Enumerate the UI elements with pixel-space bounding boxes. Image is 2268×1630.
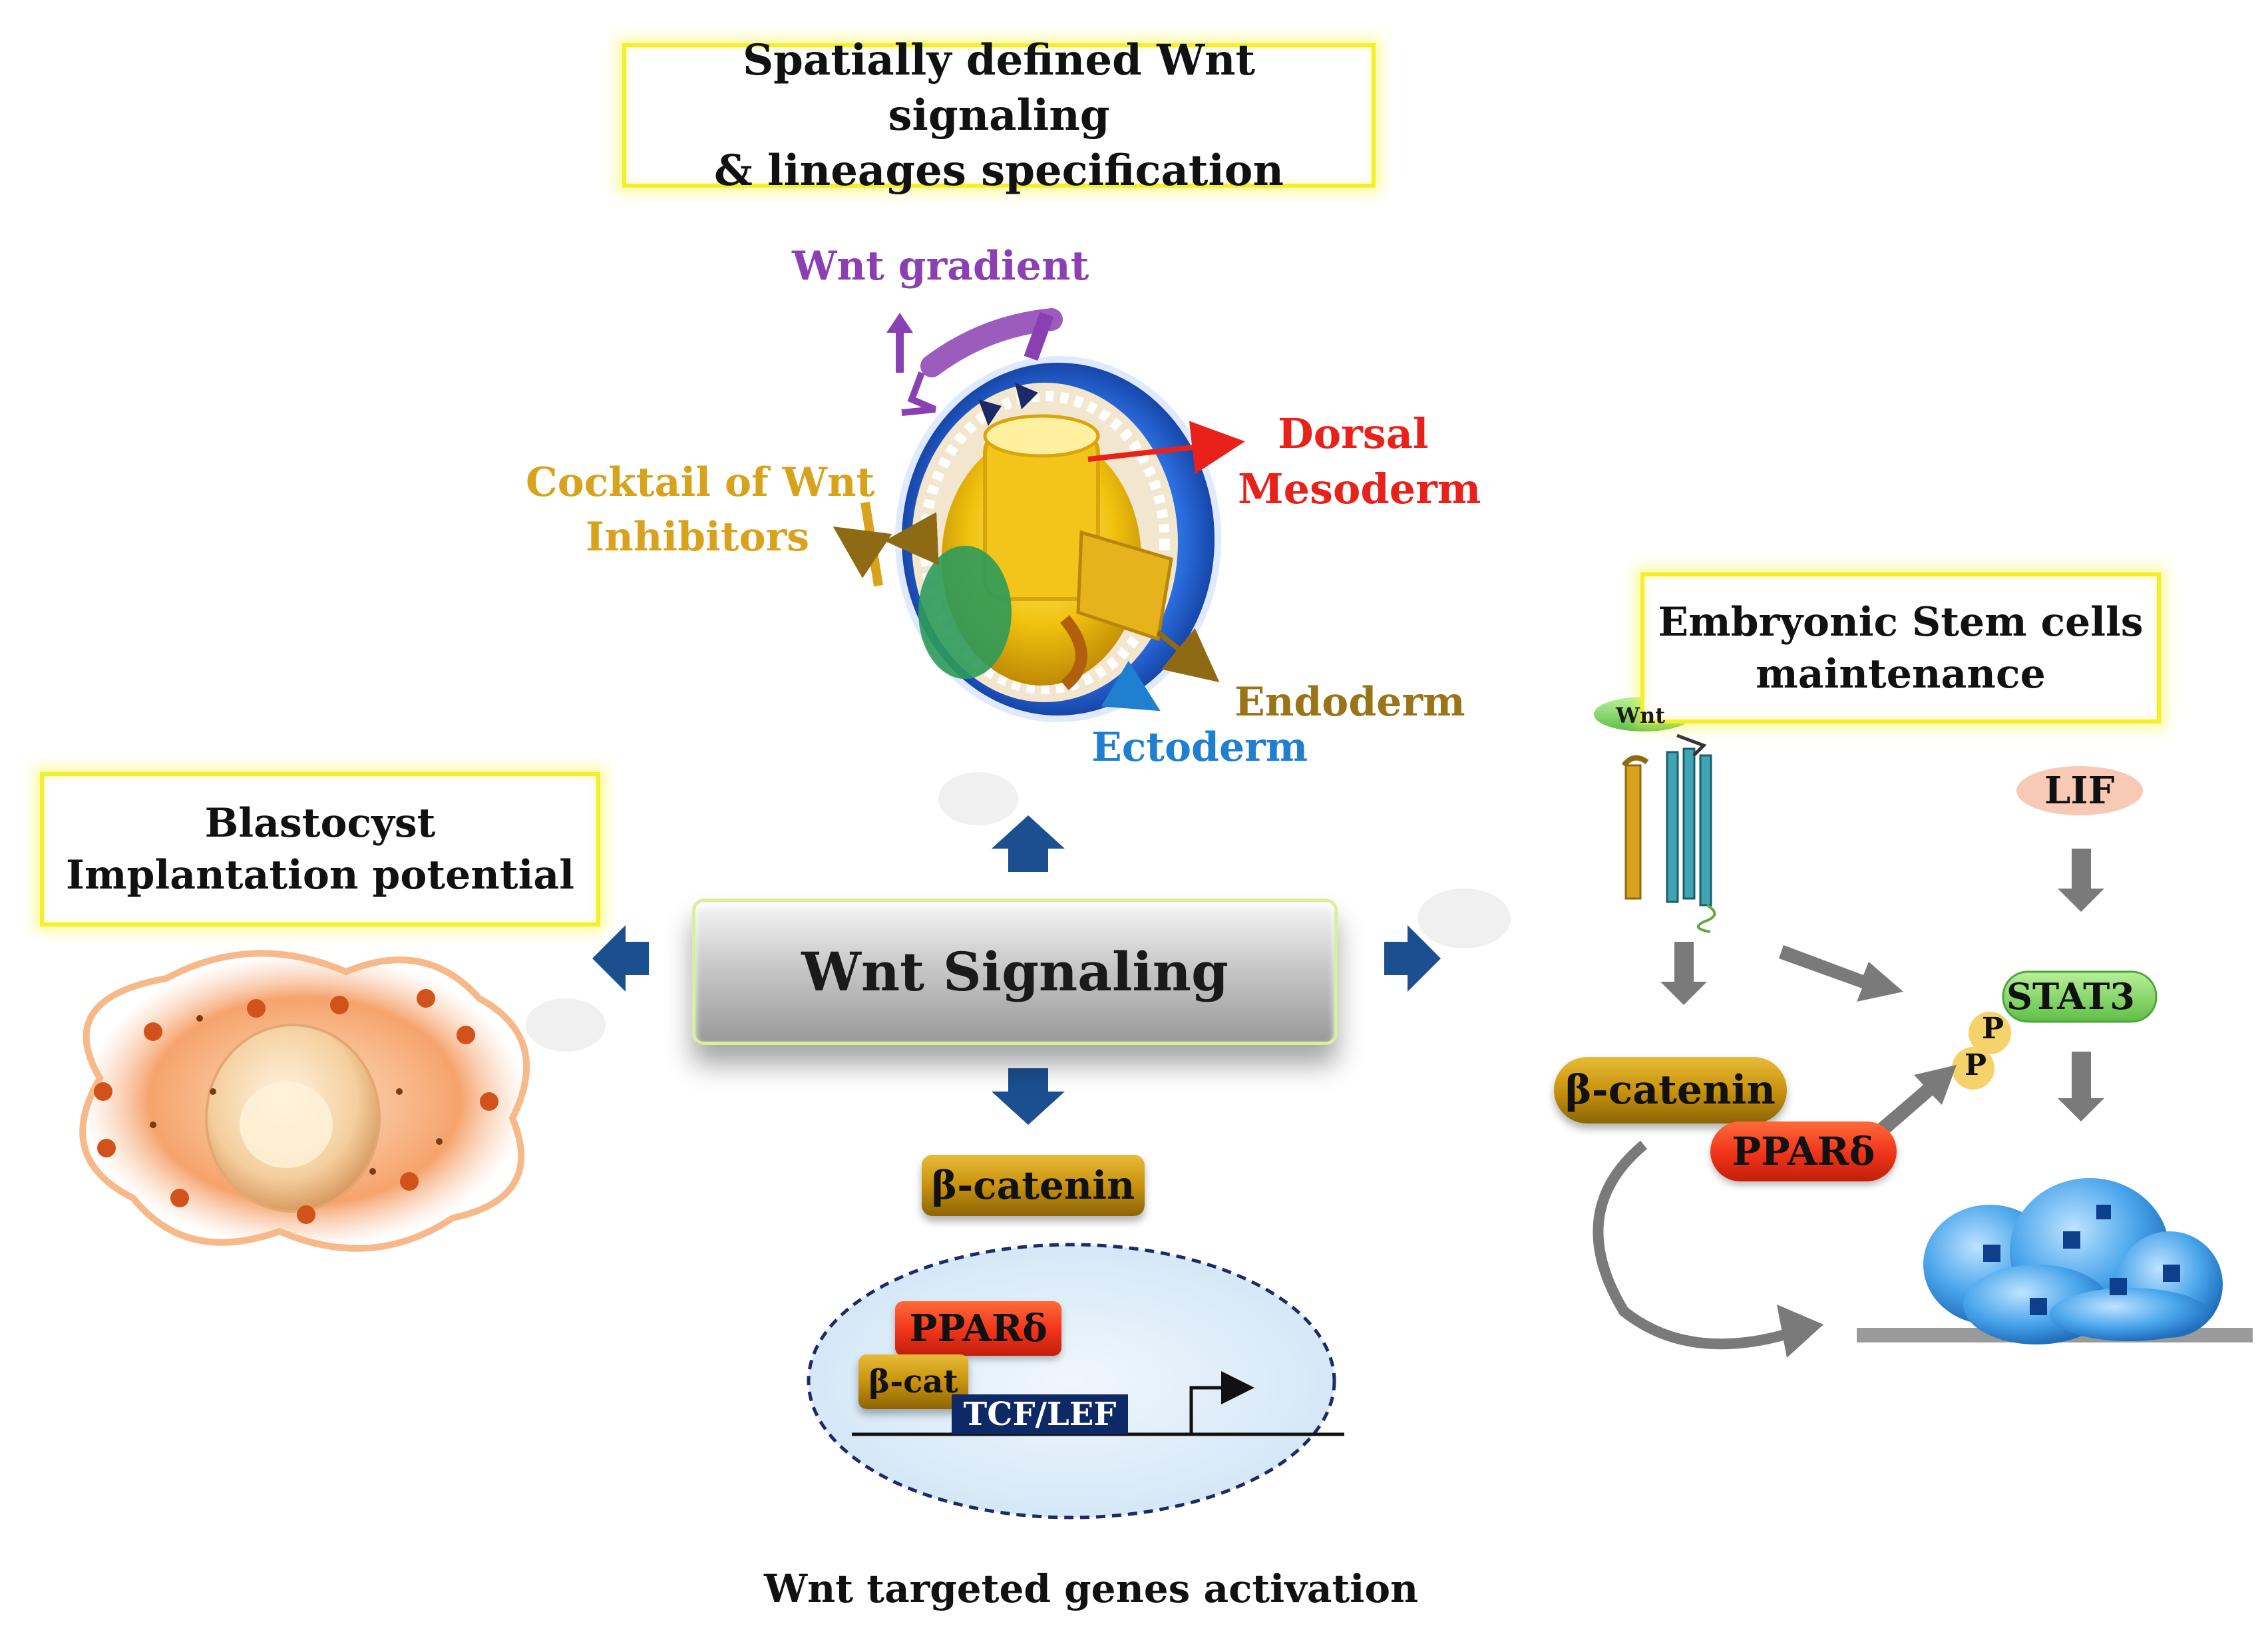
box-title-line: maintenance [1756,650,2046,698]
box-title-line: Spatially defined Wnt signaling [742,35,1256,140]
label-wnt-gradient: Wnt gradient [792,243,1089,290]
arrow-right [1384,925,1441,992]
transcription-start-arrow [1189,1371,1254,1434]
blastocyst-illustration [79,950,530,1252]
stat3-pill-bg [2002,970,2158,1023]
lif-pill-bg [2016,766,2143,815]
label-mesoderm: Mesoderm [1238,465,1481,513]
arrow-dorsal-mesoderm [1087,421,1245,474]
wnt-signaling-label: Wnt Signaling [801,940,1228,1003]
beta-cat-pill: β-cat [858,1354,968,1409]
box-title-line: Implantation potential [65,852,575,899]
esc-beta-catenin-pill: β-catenin [1554,1057,1787,1123]
curved-arrow [1593,1140,1799,1350]
wnt-signaling-box: Wnt Signaling [692,899,1338,1045]
box-esc-maintenance: Embryonic Stem cells maintenance [1640,572,2161,723]
wnt-ligand-label: Wnt [1616,703,1665,728]
phospho-1 [1969,1012,2011,1054]
nucleus-caption: Wnt targeted genes activation [764,1566,1419,1611]
phospho-2 [1952,1047,1994,1090]
esc-ppar-delta-pill: PPARδ [1710,1121,1897,1181]
phospho-label: P [1982,1012,2004,1046]
curved-arrow-head [1777,1305,1823,1358]
box-lineage-specification: Spatially defined Wnt signaling & lineag… [622,35,1376,196]
arrow-inhibitors [833,526,892,578]
inhibitor-bar [860,501,883,587]
shadow-blob [526,998,606,1052]
lif-label: LIF [2044,769,2115,813]
arrow-ectoderm [1101,660,1161,712]
box-blastocyst-implantation: Blastocyst Implantation potential [40,772,600,926]
arrow-cocktail [884,512,939,566]
ppar-delta-pill: PPARδ [895,1301,1061,1356]
label-cocktail: Cocktail of Wnt [526,459,875,506]
embryo-illustration [895,356,1221,722]
gray-arrows [1660,849,2104,1135]
arrow-down [992,1068,1065,1125]
shadow-blob [938,772,1018,825]
label-dorsal: Dorsal [1278,409,1429,458]
arrow-endoderm [1156,628,1220,683]
triangle-marker [978,399,1002,426]
arrow-left [592,925,649,992]
tcf-lef-box: TCF/LEF [952,1394,1128,1434]
box-title-line: Embryonic Stem cells [1658,598,2144,646]
box-title-line: & lineages specification [713,146,1284,196]
arrow-up [992,815,1065,872]
label-inhibitors: Inhibitors [586,514,809,560]
label-ectoderm: Ectoderm [1091,724,1308,771]
phospho-label: P [1965,1048,1987,1082]
beta-catenin-pill: β-catenin [922,1155,1145,1216]
wnt-gradient-symbol [886,308,1063,416]
box-title-line: Blastocyst [204,800,436,847]
cell-colony [1923,1178,2223,1344]
frizzled-receptor [1621,733,1716,933]
triangle-marker [1015,383,1038,409]
shadow-blob [1418,889,1511,948]
label-endoderm: Endoderm [1234,679,1465,725]
stat3-label: STAT3 [2006,975,2135,1018]
